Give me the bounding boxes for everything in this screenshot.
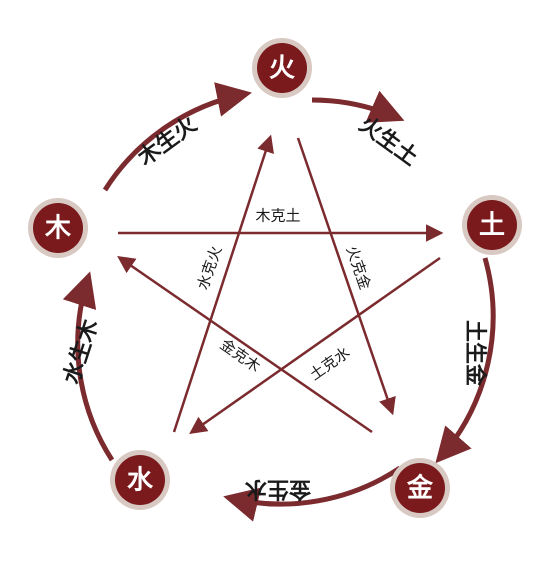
- label-earth-controls-water: 土克水: [306, 343, 353, 384]
- label-water-generates-wood: 水生木: [59, 316, 103, 387]
- arrow-metal-wood: [117, 256, 373, 434]
- arc-fire-earth: [311, 90, 405, 123]
- node-earth: 土: [462, 195, 522, 255]
- node-fire-label: 火: [269, 54, 295, 84]
- arc-water-wood: [62, 271, 115, 462]
- arrow-earth-water: [189, 256, 441, 435]
- arc-earth-metal: [435, 257, 496, 464]
- node-metal: 金: [390, 458, 450, 518]
- node-fire: 火: [252, 38, 312, 98]
- label-fire-generates-earth: 火生土: [354, 112, 422, 171]
- node-metal-label: 金: [406, 473, 434, 504]
- node-wood-label: 木: [44, 214, 71, 244]
- arrow-fire-metal: [296, 137, 396, 416]
- node-earth-label: 土: [479, 211, 505, 241]
- label-water-controls-fire: 水克火: [194, 244, 226, 292]
- node-water-label: 水: [127, 466, 154, 496]
- arc-metal-water: [223, 465, 402, 522]
- arrow-water-fire: [172, 134, 274, 433]
- label-earth-generates-metal: 土生金: [462, 320, 488, 387]
- label-metal-generates-water: 金生水: [244, 476, 312, 502]
- arc-wood-fire: [102, 82, 252, 192]
- node-wood: 木: [28, 198, 88, 258]
- label-wood-controls-earth: 木克土: [255, 207, 300, 225]
- node-water: 水: [110, 450, 170, 510]
